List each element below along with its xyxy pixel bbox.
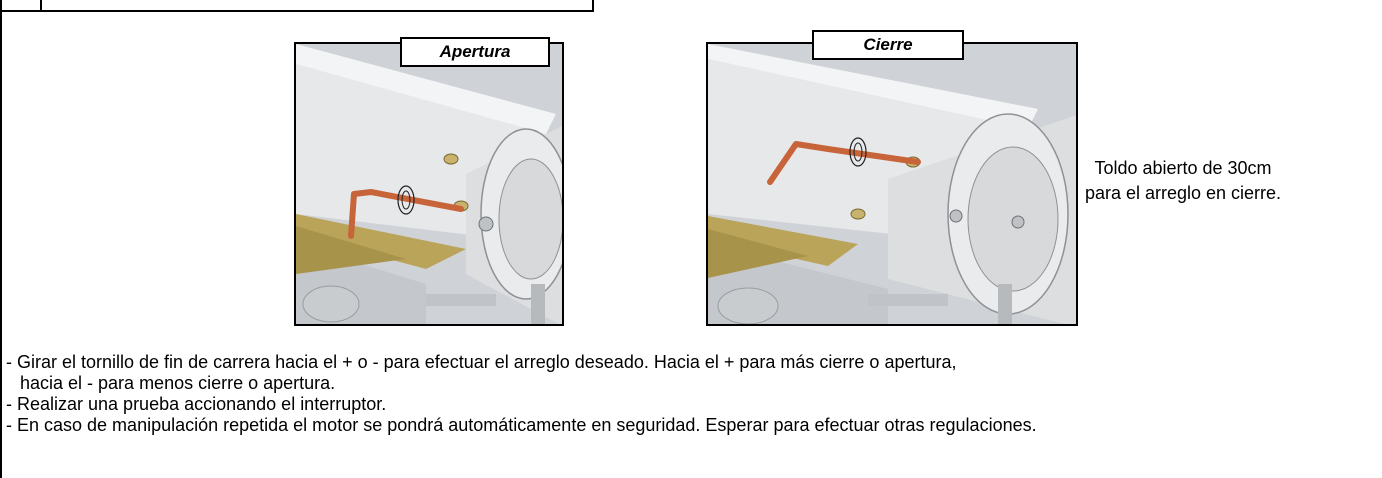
instructions-list: - Girar el tornillo de fin de carrera ha… [6,352,1382,436]
closing-illustration [706,42,1078,326]
header-table-fragment [0,0,594,12]
caption-apertura: Apertura [400,37,550,67]
awning-motor-drawing-closing [708,44,1076,324]
instruction-2: - Realizar una prueba accionando el inte… [6,394,387,414]
caption-cierre: Cierre [812,30,964,60]
instruction-1-continued: hacia el - para menos cierre o apertura. [20,373,336,393]
side-note: Toldo abierto de 30cm para el arreglo en… [1084,158,1282,203]
instruction-1: - Girar el tornillo de fin de carrera ha… [6,352,957,372]
page-left-border [0,0,2,478]
awning-motor-drawing-opening [296,44,562,324]
opening-illustration [294,42,564,326]
instruction-3: - En caso de manipulación repetida el mo… [6,415,1037,435]
